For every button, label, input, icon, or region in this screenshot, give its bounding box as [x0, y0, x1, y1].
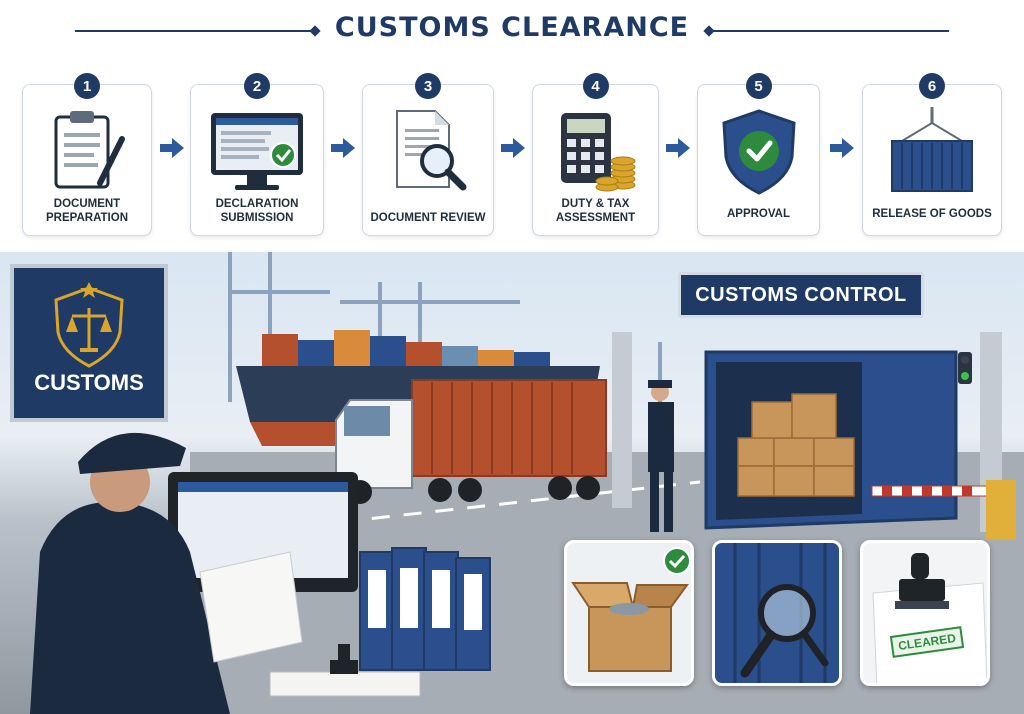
computer-monitor-icon — [191, 107, 323, 199]
shipping-container-icon — [863, 107, 1001, 199]
step-number: 1 — [74, 73, 100, 99]
step-card-1: 1 DOCUMENT PREPARATION — [22, 73, 152, 236]
step-card-2: 2 DECLARATION SUBMISSION — [190, 73, 324, 236]
page-title: CUSTOMS CLEARANCE — [334, 12, 690, 43]
inspected-box-inset — [564, 540, 694, 686]
title-bar: CUSTOMS CLEARANCE — [0, 0, 1024, 62]
step-card-4: 4 DUTY & TAX ASSESSMENT — [532, 73, 659, 236]
step-label: DOCUMENT REVIEW — [370, 212, 486, 224]
customs-wall-sign: CUSTOMS — [10, 264, 168, 422]
step-number: 2 — [244, 73, 270, 99]
customs-sign-label: CUSTOMS — [34, 370, 144, 395]
clipboard-icon — [23, 107, 151, 199]
step-card-3: 3 DOCUMENT REVIEW — [362, 73, 494, 236]
rubber-stamp-icon — [872, 553, 987, 683]
document-magnifier-icon — [363, 107, 493, 199]
shield-check-icon — [698, 107, 819, 199]
step-number: 4 — [582, 73, 609, 99]
customs-control-sign: CUSTOMS CONTROL — [678, 272, 924, 318]
step-label: APPROVAL — [726, 208, 791, 220]
step-number: 5 — [745, 73, 772, 99]
open-box-icon — [571, 547, 691, 672]
arrow-right-icon — [666, 138, 690, 158]
arrow-right-icon — [331, 138, 355, 158]
arrow-right-icon — [160, 138, 184, 158]
port-scene-illustration: CUSTOMS CUSTOMS CONTROL CLEARED — [0, 252, 1024, 714]
title-rule-left — [75, 30, 311, 32]
step-number: 3 — [415, 73, 441, 99]
step-label: DOCUMENT PREPARATION — [46, 198, 128, 224]
cleared-stamp-inset: CLEARED — [860, 540, 990, 686]
container-inspection-inset — [712, 540, 842, 686]
gate-sign-label: CUSTOMS CONTROL — [695, 283, 907, 306]
step-card-5: 5 APPROVAL — [697, 73, 820, 236]
step-label: DUTY & TAX ASSESSMENT — [555, 198, 636, 224]
step-label: RELEASE OF GOODS — [872, 208, 992, 220]
title-rule-right — [713, 30, 949, 32]
magnifier-icon — [733, 543, 829, 683]
scales-emblem-icon — [54, 282, 124, 368]
calculator-coins-icon — [533, 107, 658, 199]
step-number: 6 — [919, 73, 945, 99]
step-card-6: 6 RELEASE OF GOODS — [862, 73, 1002, 236]
step-label: DECLARATION SUBMISSION — [215, 198, 299, 224]
arrow-right-icon — [830, 138, 854, 158]
arrow-right-icon — [501, 138, 525, 158]
